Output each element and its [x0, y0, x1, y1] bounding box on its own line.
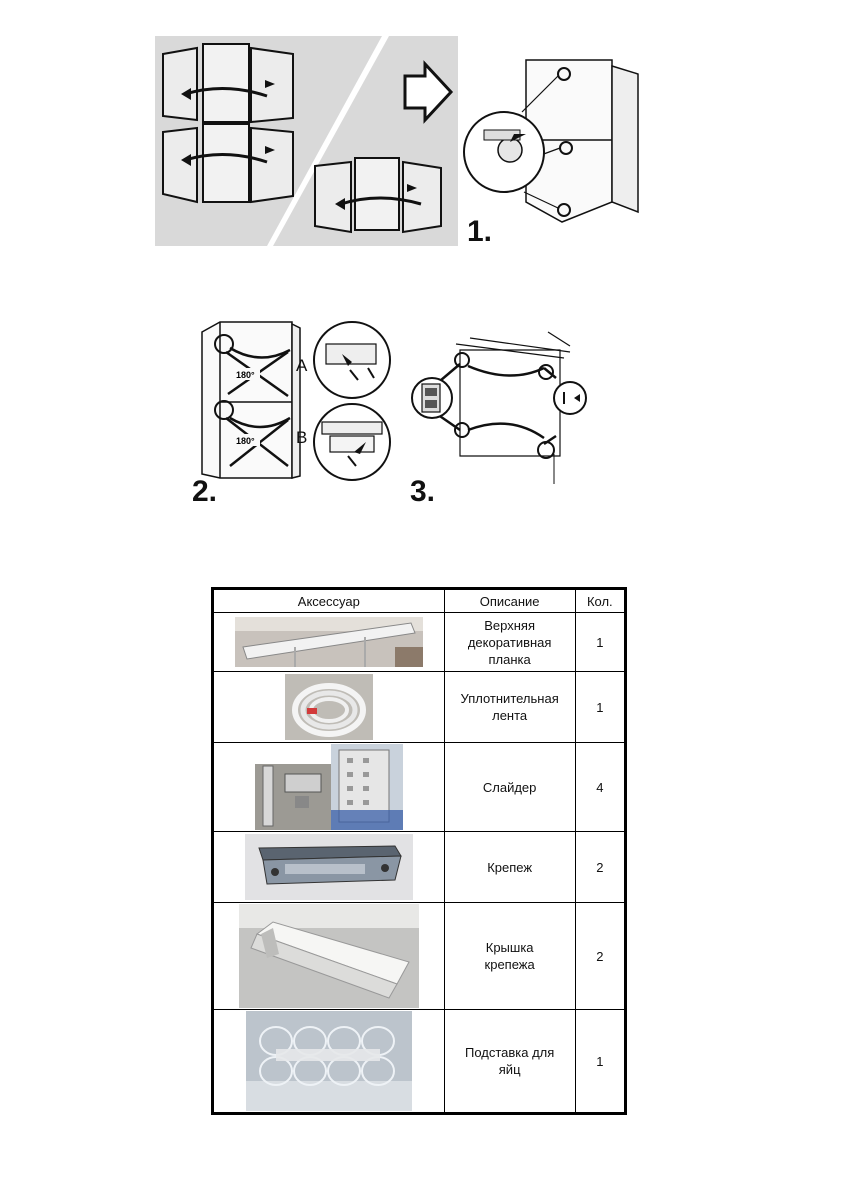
step1-diagram — [155, 36, 500, 246]
table-row: Подставка для яйц 1 — [213, 1010, 626, 1114]
fastener-cover-photo — [239, 904, 419, 1008]
egg-tray-photo — [246, 1011, 412, 1111]
table-header-row: Аксессуар Описание Кол. — [213, 589, 626, 613]
accessory-quantity: 1 — [575, 672, 625, 743]
accessory-quantity: 2 — [575, 832, 625, 903]
small-fridge-drawing — [315, 158, 441, 232]
accessory-quantity: 1 — [575, 613, 625, 672]
accessory-image-cell — [213, 743, 445, 832]
accessory-description: Крепеж — [444, 832, 575, 903]
header-accessory: Аксессуар — [213, 589, 445, 613]
accessory-image-cell — [213, 1010, 445, 1114]
accessory-description: Верхняя декоративная планка — [444, 613, 575, 672]
accessory-image-cell — [213, 672, 445, 743]
accessory-description: Подставка для яйц — [444, 1010, 575, 1114]
hinge-detail-a — [312, 320, 392, 400]
top-decorative-strip-photo — [235, 617, 423, 667]
step2-angle-bottom: 180° — [236, 436, 255, 446]
accessory-image-cell — [213, 903, 445, 1010]
fastener-photo — [245, 834, 413, 900]
table-row: Слайдер 4 — [213, 743, 626, 832]
table-row: Крепеж 2 — [213, 832, 626, 903]
hinge-detail-b — [312, 402, 392, 482]
accessory-quantity: 2 — [575, 903, 625, 1010]
step1-figure — [155, 36, 500, 246]
table-row: Верхняя декоративная планка 1 — [213, 613, 626, 672]
step3-number: 3. — [410, 475, 435, 509]
header-description: Описание — [444, 589, 575, 613]
step2-fridge-drawing — [202, 322, 300, 478]
accessory-quantity: 4 — [575, 743, 625, 832]
accessory-image-cell — [213, 832, 445, 903]
table-row: Уплотнительная лента 1 — [213, 672, 626, 743]
header-quantity: Кол. — [575, 589, 625, 613]
step2-angle-top: 180° — [236, 370, 255, 380]
label-b: B — [296, 428, 307, 448]
slider-photo — [255, 744, 403, 830]
step1-hinge-figure — [462, 52, 642, 232]
table-row: Крышка крепежа 2 — [213, 903, 626, 1010]
step3-figure — [410, 326, 596, 486]
sealing-tape-photo — [285, 674, 373, 740]
accessories-table: Аксессуар Описание Кол. Верхняя декорати… — [211, 587, 627, 1115]
accessory-description: Слайдер — [444, 743, 575, 832]
accessory-image-cell — [213, 613, 445, 672]
label-a: A — [296, 356, 307, 376]
step2-number: 2. — [192, 475, 217, 509]
step3-zoom-right — [554, 382, 586, 414]
accessory-description: Крышка крепежа — [444, 903, 575, 1010]
step1-number: 1. — [467, 215, 492, 249]
accessory-quantity: 1 — [575, 1010, 625, 1114]
accessory-description: Уплотнительная лента — [444, 672, 575, 743]
